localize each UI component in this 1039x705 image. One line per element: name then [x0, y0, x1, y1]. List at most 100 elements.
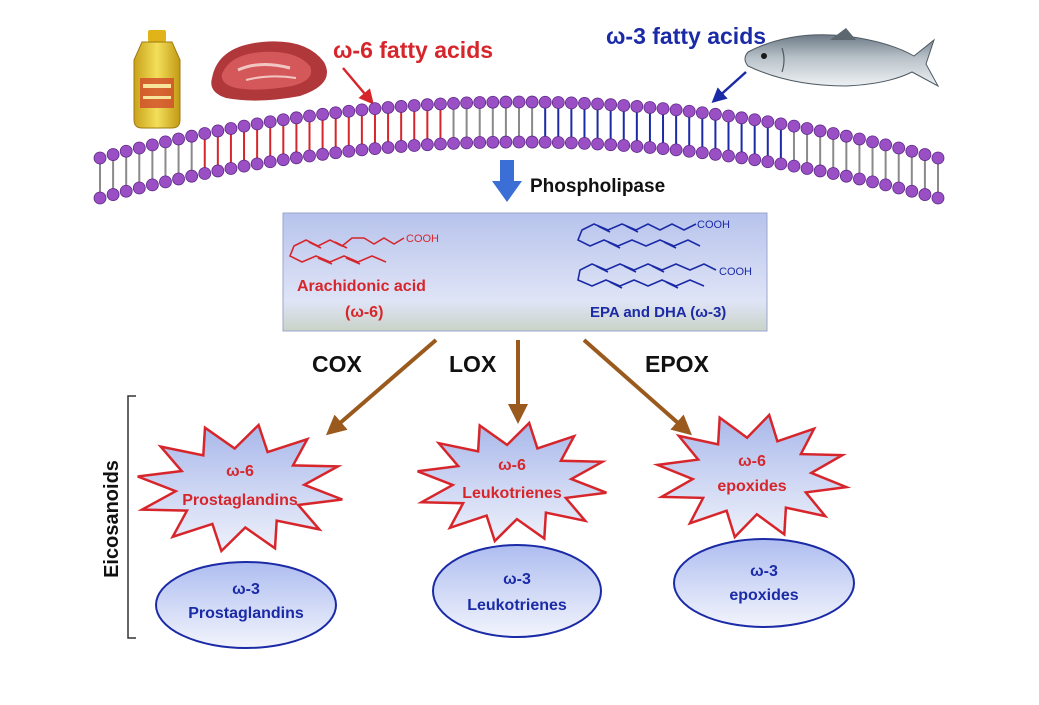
lipid-head	[774, 117, 788, 131]
lipid-head	[329, 106, 343, 120]
lipid-head	[381, 141, 395, 154]
lipid-head	[290, 151, 303, 165]
epox-label: EPOX	[645, 351, 710, 377]
lipid-head	[250, 157, 264, 171]
lipid-head	[159, 175, 172, 189]
omega3-prostaglandins-tag: ω-3	[232, 581, 260, 598]
lipid-head	[368, 142, 382, 156]
lipid-head	[761, 115, 775, 129]
lipid-head	[185, 169, 199, 183]
lipid-head	[538, 95, 552, 109]
omega6-leukotrienes-star	[416, 420, 608, 544]
arachidonic-acid-label: Arachidonic acid	[297, 278, 426, 295]
lipid-head	[316, 147, 329, 161]
lipid-head	[224, 162, 238, 175]
lipid-head	[853, 132, 866, 146]
lipid-head	[460, 136, 474, 150]
lipid-head	[525, 95, 539, 109]
lipid-head	[355, 143, 369, 157]
dha-structure-icon	[577, 263, 717, 289]
eicosanoids-label: Eicosanoids	[101, 460, 123, 578]
lipid-head	[499, 135, 513, 149]
lipid-head	[237, 119, 251, 133]
lipid-head	[669, 143, 683, 157]
lipid-head	[931, 151, 945, 165]
omega6-prostaglandins-tag: ω-6	[226, 463, 254, 480]
lipid-head	[578, 136, 591, 150]
lipid-head	[119, 184, 133, 198]
lipid-head	[420, 138, 434, 152]
lipid-head	[525, 135, 539, 149]
lipid-head	[159, 135, 172, 149]
lipid-head	[434, 137, 447, 151]
lipid-head	[735, 111, 748, 125]
lipid-head	[106, 148, 120, 161]
lipid-head	[787, 119, 801, 133]
lipid-head	[473, 136, 487, 149]
lipid-head	[420, 98, 434, 112]
omega6-incorporation-arrow	[342, 67, 374, 105]
lipid-head	[119, 144, 133, 158]
lipid-head	[826, 127, 840, 140]
lipid-head	[407, 99, 421, 112]
lipid-head	[198, 167, 212, 180]
lipid-head	[551, 136, 565, 149]
dha-cooh-label: COOH	[719, 266, 752, 278]
lipid-head	[303, 149, 316, 163]
epa-structure-icon	[576, 223, 701, 249]
lipid-head	[918, 148, 932, 161]
lipid-head	[172, 132, 185, 146]
omega6-leukotrienes-name: Leukotrienes	[462, 485, 562, 502]
lipid-head	[329, 146, 343, 160]
lipid-head	[460, 96, 474, 110]
epox-pathway-arrow	[582, 338, 692, 436]
lipid-head	[591, 137, 604, 151]
lipid-head	[106, 188, 120, 201]
omega3-epoxides-oval: ω-3 epoxides	[673, 538, 855, 628]
lipid-head	[892, 181, 906, 195]
lipid-head	[499, 95, 513, 109]
lipid-head	[695, 106, 709, 120]
lipid-head	[866, 175, 879, 189]
omega6-epoxides-name: epoxides	[717, 478, 786, 495]
lipid-head	[813, 164, 827, 178]
arachidonic-omega6-tag: (ω-6)	[345, 304, 383, 321]
cox-pathway-arrow	[325, 338, 438, 436]
epa-dha-label: EPA and DHA (ω-3)	[590, 304, 726, 321]
lipid-head	[250, 117, 264, 131]
lipid-head	[276, 113, 290, 127]
omega6-source-label: ω-6 fatty acids	[333, 37, 493, 63]
lipid-head	[172, 172, 185, 186]
omega3-prostaglandins-name: Prostaglandins	[188, 605, 304, 622]
lipid-head	[709, 147, 722, 161]
lipid-head	[224, 122, 238, 135]
lipid-head	[748, 113, 762, 127]
vegetable-oil-bottle-icon	[133, 30, 181, 129]
lipid-head	[394, 140, 408, 153]
omega3-leukotrienes-oval: ω-3 Leukotrienes	[432, 544, 602, 638]
lipid-head	[290, 111, 303, 125]
lipid-head	[905, 144, 919, 158]
lipid-head	[604, 98, 618, 112]
lipid-head	[93, 191, 107, 205]
lipid-head	[918, 188, 932, 201]
omega6-epoxides-star	[652, 412, 852, 540]
lipid-head	[839, 129, 853, 143]
lipid-head	[564, 136, 578, 150]
lipid-head	[512, 135, 526, 149]
lipid-head	[342, 144, 356, 158]
lipid-head	[434, 97, 447, 111]
lipid-head	[931, 191, 945, 205]
lipid-head	[368, 102, 382, 116]
lipid-head	[774, 157, 788, 171]
lipid-head	[512, 95, 526, 109]
omega3-leukotrienes-name: Leukotrienes	[467, 597, 567, 614]
lipid-head	[185, 129, 199, 143]
lipid-head	[551, 96, 565, 109]
lox-label: LOX	[449, 351, 497, 377]
lipid-head	[591, 97, 604, 111]
arachidonic-acid-structure-icon	[288, 237, 405, 265]
lipid-head	[342, 104, 356, 118]
lipid-head	[303, 109, 316, 123]
